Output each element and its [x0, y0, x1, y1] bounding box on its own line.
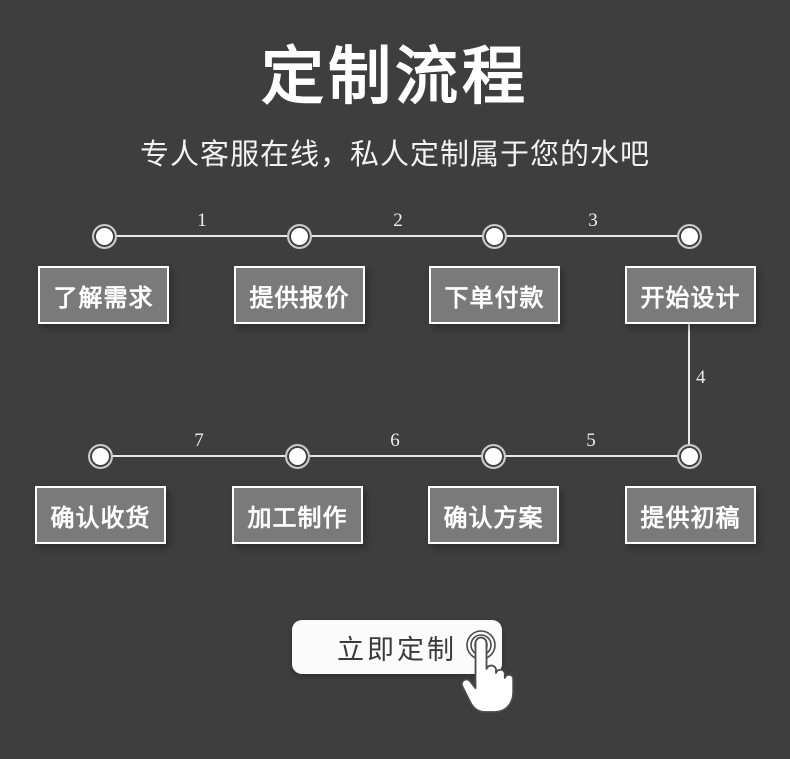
page-subtitle: 专人客服在线，私人定制属于您的水吧 — [139, 139, 650, 171]
rail-segment-6 — [297, 455, 493, 457]
step-box-confirm-receipt[interactable]: 确认收货 — [35, 486, 166, 544]
flow-node-3 — [482, 224, 507, 249]
step-box-manufacturing[interactable]: 加工制作 — [232, 486, 363, 544]
flow-node-4 — [677, 224, 702, 249]
rail-segment-5 — [493, 455, 689, 457]
flow-node-5 — [481, 444, 506, 469]
rail-segment-2 — [299, 235, 495, 237]
step-box-confirm-plan[interactable]: 确认方案 — [428, 486, 559, 544]
page-title: 定制流程 — [261, 42, 529, 112]
step-box-place-order-pay[interactable]: 下单付款 — [429, 266, 560, 324]
step-number-7: 7 — [194, 430, 204, 451]
step-box-provide-draft[interactable]: 提供初稿 — [625, 486, 756, 544]
step-box-understand-needs[interactable]: 了解需求 — [38, 266, 169, 324]
step-number-3: 3 — [588, 210, 598, 231]
step-number-1: 1 — [197, 210, 207, 231]
flow-node-6 — [285, 444, 310, 469]
step-number-2: 2 — [393, 210, 403, 231]
flow-node-4b — [677, 444, 702, 469]
flow-node-1 — [92, 224, 117, 249]
flow-row-bottom: 7 6 5 确认收货 加工制作 确认方案 提供初稿 — [0, 425, 790, 555]
flow-row-top: 1 2 3 了解需求 提供报价 下单付款 开始设计 — [0, 205, 790, 335]
step-number-5: 5 — [586, 430, 596, 451]
flow-node-7 — [88, 444, 113, 469]
step-box-provide-quote[interactable]: 提供报价 — [234, 266, 365, 324]
rail-segment-7 — [100, 455, 297, 457]
cta-area: 立即定制 — [292, 620, 515, 713]
step-number-6: 6 — [390, 430, 400, 451]
step-number-4: 4 — [696, 367, 706, 388]
rail-segment-3 — [494, 235, 690, 237]
step-box-start-design[interactable]: 开始设计 — [625, 266, 756, 324]
vertical-connector — [688, 296, 690, 457]
customize-now-button[interactable]: 立即定制 — [292, 620, 502, 674]
flow-node-2 — [287, 224, 312, 249]
rail-segment-1 — [104, 235, 300, 237]
